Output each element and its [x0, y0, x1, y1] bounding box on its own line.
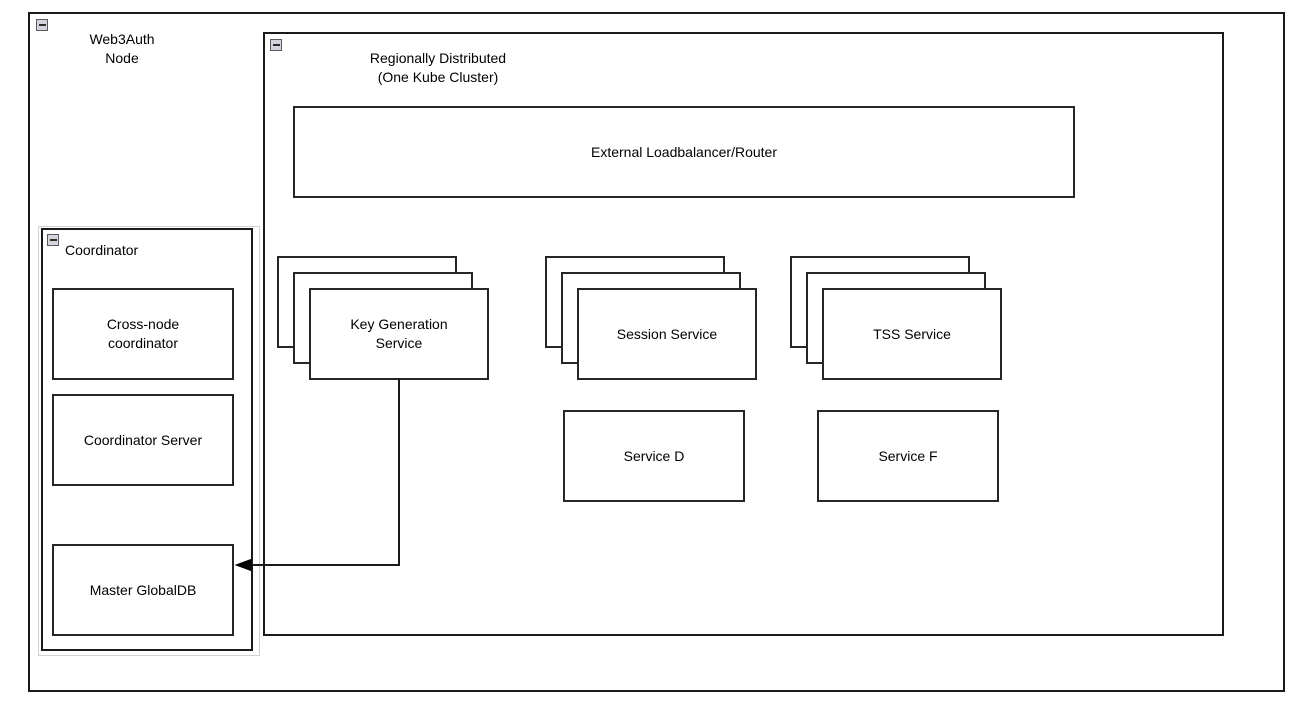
label-coordinator: Coordinator — [65, 242, 139, 258]
stack-card-front[interactable] — [822, 288, 1002, 380]
label-web3auth-node: Web3Auth Node — [89, 31, 155, 66]
box-service-f[interactable] — [817, 410, 999, 502]
collapse-icon-web3auth-node[interactable] — [36, 19, 48, 31]
label-regionally-distributed: Regionally Distributed (One Kube Cluster… — [369, 50, 507, 85]
box-master-globaldb[interactable] — [52, 544, 234, 636]
box-service-d[interactable] — [563, 410, 745, 502]
stack-card-front[interactable] — [577, 288, 757, 380]
collapse-icon-coordinator[interactable] — [47, 234, 59, 246]
box-cross-node-coordinator[interactable] — [52, 288, 234, 380]
stack-card-front[interactable] — [309, 288, 489, 380]
box-external-loadbalancer-router[interactable] — [293, 106, 1075, 198]
box-coordinator-server[interactable] — [52, 394, 234, 486]
collapse-icon-regionally-distributed[interactable] — [270, 39, 282, 51]
